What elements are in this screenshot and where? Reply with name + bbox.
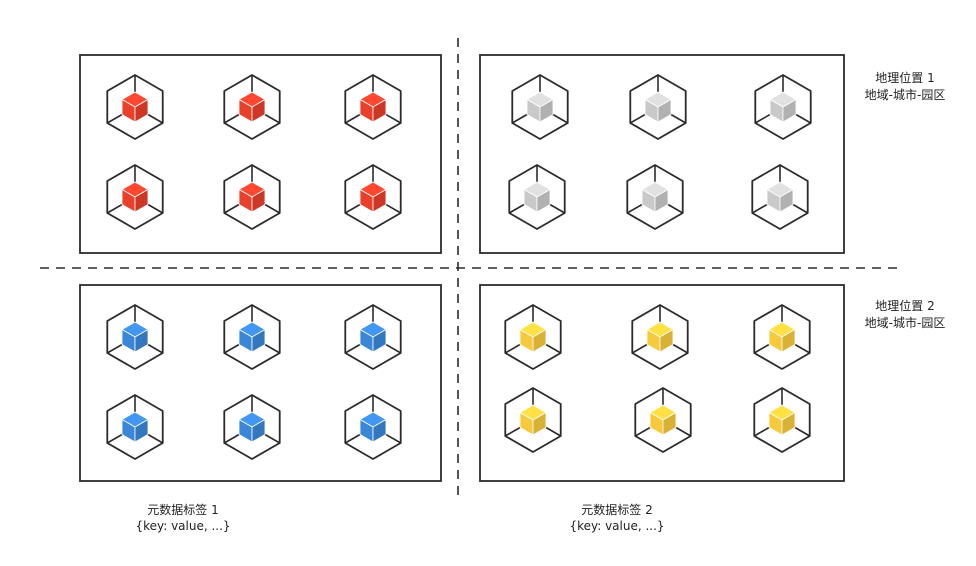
cube-node-icon <box>344 304 402 370</box>
node-group-bottom-left-box <box>79 284 442 482</box>
region-label-1: 地理位置 1 地域-城市-园区 <box>850 70 960 104</box>
cube-node-icon <box>629 74 687 140</box>
node-group-top-right-box <box>479 54 845 254</box>
region-2-hierarchy: 地域-城市-园区 <box>864 316 946 330</box>
node-group-top-left-box <box>79 54 442 254</box>
region-1-hierarchy: 地域-城市-园区 <box>864 88 946 102</box>
node-group-top-right <box>508 74 812 230</box>
node-group-top-left <box>106 74 402 230</box>
region-1-title: 地理位置 1 <box>875 71 935 85</box>
cube-node-icon <box>753 304 811 370</box>
cube-node-icon <box>631 304 689 370</box>
region-label-2: 地理位置 2 地域-城市-园区 <box>850 298 960 332</box>
node-group-bottom-right <box>504 304 811 453</box>
region-2-title: 地理位置 2 <box>875 299 935 313</box>
metadata-label-2-title: 元数据标签 2 <box>581 503 653 517</box>
cube-node-icon <box>751 164 809 230</box>
cube-node-icon <box>504 387 562 453</box>
cube-node-icon <box>511 74 569 140</box>
cube-node-icon <box>634 387 692 453</box>
cube-node-icon <box>106 304 164 370</box>
metadata-label-2: 元数据标签 2 {key: value, ...} <box>552 502 682 534</box>
metadata-label-1-title: 元数据标签 1 <box>147 503 219 517</box>
metadata-label-2-value: {key: value, ...} <box>569 519 665 533</box>
cube-node-icon <box>508 164 566 230</box>
cube-node-icon <box>106 394 164 460</box>
cube-node-icon <box>626 164 684 230</box>
metadata-label-1: 元数据标签 1 {key: value, ...} <box>118 502 248 534</box>
cube-node-icon <box>223 394 281 460</box>
cube-node-icon <box>106 74 164 140</box>
cube-node-icon <box>344 394 402 460</box>
node-group-bottom-left <box>106 304 402 460</box>
cube-node-icon <box>754 74 812 140</box>
node-group-bottom-right-box <box>479 284 845 482</box>
cube-node-icon <box>504 304 562 370</box>
cube-node-icon <box>344 164 402 230</box>
cube-node-icon <box>223 74 281 140</box>
cube-node-icon <box>753 387 811 453</box>
cube-node-icon <box>223 164 281 230</box>
cube-node-icon <box>344 74 402 140</box>
cube-node-icon <box>223 304 281 370</box>
metadata-label-1-value: {key: value, ...} <box>135 519 231 533</box>
cube-node-icon <box>106 164 164 230</box>
